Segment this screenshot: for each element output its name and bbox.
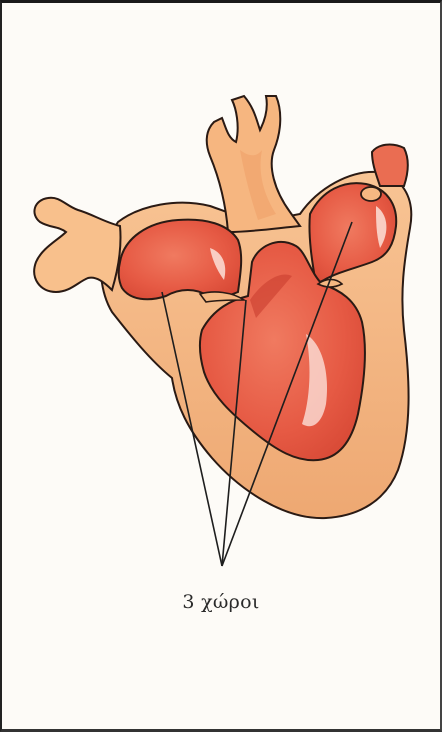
right-atrium-opening — [361, 187, 381, 201]
chambers-label: 3 χώροι — [0, 591, 442, 613]
left-vessel — [34, 198, 120, 292]
right-upper-vessel — [372, 145, 408, 186]
